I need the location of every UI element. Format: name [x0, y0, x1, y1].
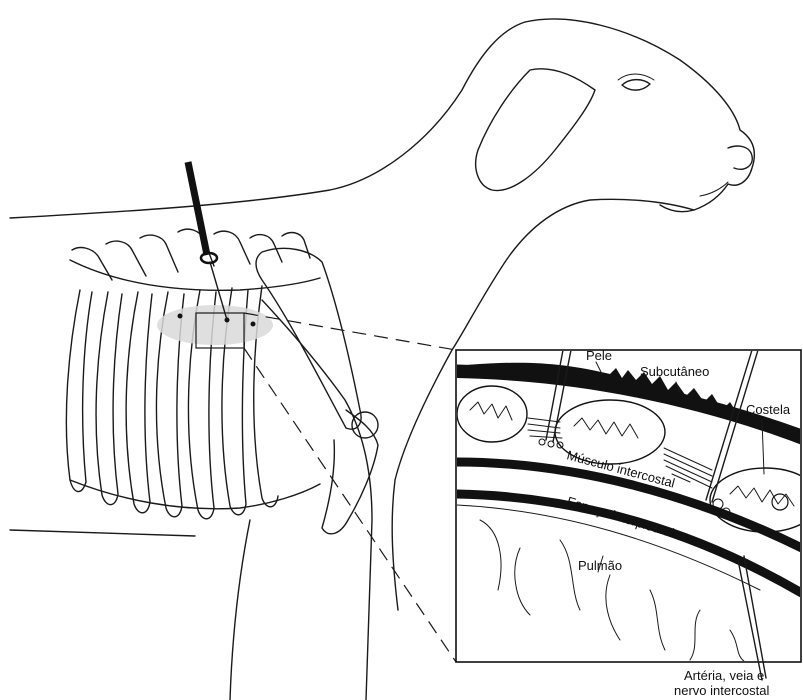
zoom-line-bottom — [244, 348, 456, 662]
dog-throat-line — [452, 199, 694, 350]
label-pulmao: Pulmão — [578, 558, 622, 573]
dog-front-leg-back — [230, 520, 250, 700]
rib-section-1 — [457, 386, 527, 442]
label-arteria-2: nervo intercostal — [674, 683, 769, 698]
scapula — [256, 248, 361, 429]
dog-ear — [476, 69, 595, 191]
dog-eye — [622, 80, 650, 91]
catheter — [188, 162, 207, 255]
dog-belly-line — [10, 530, 195, 536]
label-subcutaneo: Subcutâneo — [640, 364, 709, 379]
spine-processes — [72, 229, 310, 280]
zoom-line-top — [244, 313, 456, 350]
dog-back-line — [10, 22, 525, 218]
dog-chest-front — [392, 350, 452, 610]
label-pele: Pele — [586, 348, 612, 363]
label-arteria-1: Artéria, veia e — [684, 668, 764, 683]
needle-dash-1 — [560, 262, 575, 350]
needle-dash-2 — [568, 262, 585, 350]
label-costela: Costela — [746, 402, 791, 417]
marker-dot-3 — [251, 322, 256, 327]
dog-head-outline — [525, 19, 754, 212]
spine-line — [70, 260, 320, 290]
needle-site — [157, 162, 273, 348]
dog-nose — [728, 146, 752, 169]
marker-dot-1 — [178, 314, 183, 319]
shaded-insertion-area — [157, 305, 273, 345]
